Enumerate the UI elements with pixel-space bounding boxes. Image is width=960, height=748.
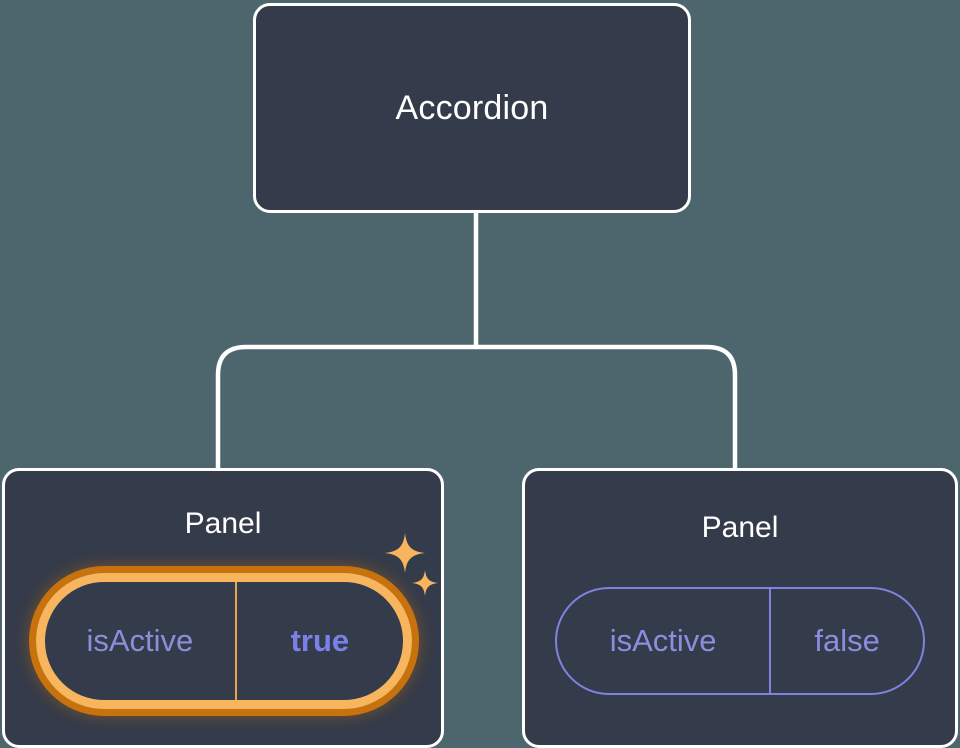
node-label-accordion: Accordion <box>395 89 549 127</box>
prop-key: isActive <box>609 623 717 658</box>
tree-node-accordion[interactable]: Accordion <box>253 3 691 213</box>
prop-value: false <box>769 589 923 693</box>
prop-key: isActive <box>86 623 194 658</box>
connector-children-bus <box>215 344 738 470</box>
prop-value: true <box>234 582 403 700</box>
prop-pill-isactive-true[interactable]: isActive true <box>36 573 412 709</box>
node-label-panel: Panel <box>184 507 262 540</box>
sparkle-icon <box>412 570 438 596</box>
sparkle-icon <box>385 533 425 573</box>
node-label-panel: Panel <box>701 511 779 544</box>
prop-pill-isactive-false[interactable]: isActive false <box>555 587 925 695</box>
